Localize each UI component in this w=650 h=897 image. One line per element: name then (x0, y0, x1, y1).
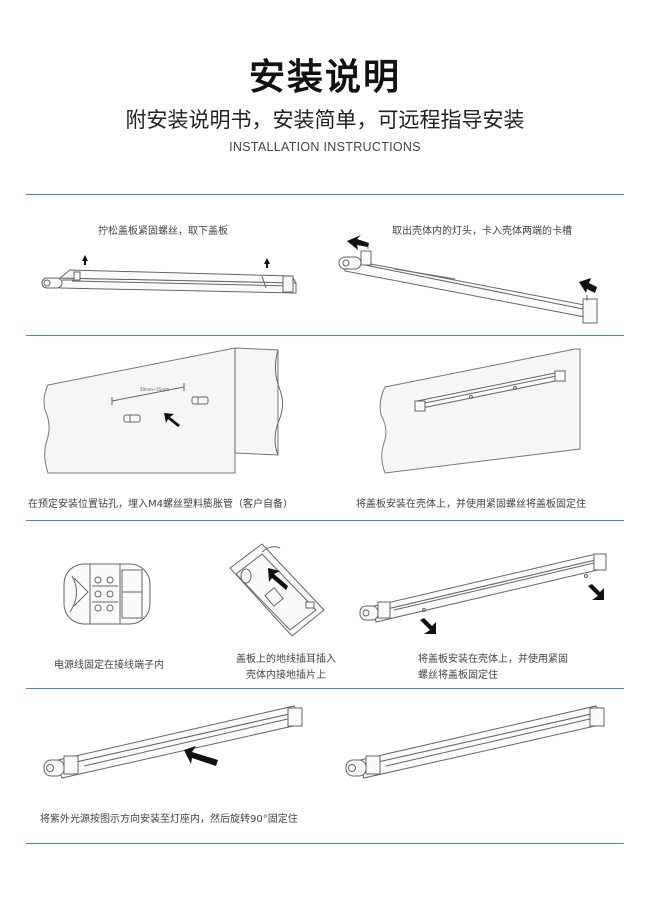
step-8-illustration-b (345, 705, 605, 779)
page-title: 安装说明 (248, 57, 401, 98)
step-8-caption: 将紫外光源按图示方向安装至灯座内，然后旋转90°固定住 (40, 814, 298, 825)
up-arrow-icon (82, 255, 88, 265)
right-arrow-icon (579, 278, 597, 293)
step-6-caption-line1: 盖板上的地线插耳插入 (236, 654, 336, 665)
up-arrow-icon (264, 258, 270, 268)
step-6-illustration (229, 543, 325, 637)
section-divider (26, 843, 624, 844)
step-1-caption: 拧松盖板紧固螺丝，取下盖板 (98, 226, 228, 237)
anchor-bolt-icon (191, 396, 209, 405)
english-title: INSTALLATION INSTRUCTIONS (229, 140, 421, 154)
step-6-caption-line2: 壳体内接地插片上 (246, 670, 326, 681)
step-7-illustration (359, 553, 607, 634)
step-7-caption-line2: 螺丝将盖板固定住 (418, 670, 498, 681)
step-8-illustration-a (43, 705, 303, 779)
section-divider (26, 688, 624, 689)
section-divider (26, 194, 624, 195)
step-7-caption-line1: 将盖板安装在壳体上，并使用紧固 (418, 654, 568, 665)
anchor-bolt-icon (123, 414, 141, 423)
down-arrow-icon (588, 584, 604, 600)
section-divider (26, 520, 624, 521)
direction-arrow-icon (184, 746, 218, 766)
left-arrow-icon (347, 235, 369, 250)
step-3-illustration: 50mm~55mm (43, 347, 284, 474)
step-4-caption: 将盖板安装在壳体上，并使用紧固螺丝将盖板固定住 (356, 499, 586, 510)
step-1-illustration (41, 255, 297, 294)
step-4-illustration (379, 348, 581, 474)
insert-arrow-icon (268, 568, 288, 590)
section-divider (26, 335, 624, 336)
step-5-illustration (63, 563, 151, 625)
dimension-label: 50mm~55mm (140, 387, 169, 392)
step-3-caption: 在预定安装位置钻孔，埋入M4螺丝塑料膨胀管（客户自备） (28, 499, 293, 510)
pointer-arrow-icon (164, 413, 180, 427)
step-2-caption: 取出壳体内的灯头，卡入壳体两端的卡槽 (392, 226, 572, 237)
down-arrow-icon (420, 618, 436, 634)
step-2-illustration (338, 235, 598, 324)
page-subtitle: 附安装说明书，安装简单，可远程指导安装 (125, 108, 525, 132)
step-5-caption: 电源线固定在接线端子内 (54, 660, 164, 671)
